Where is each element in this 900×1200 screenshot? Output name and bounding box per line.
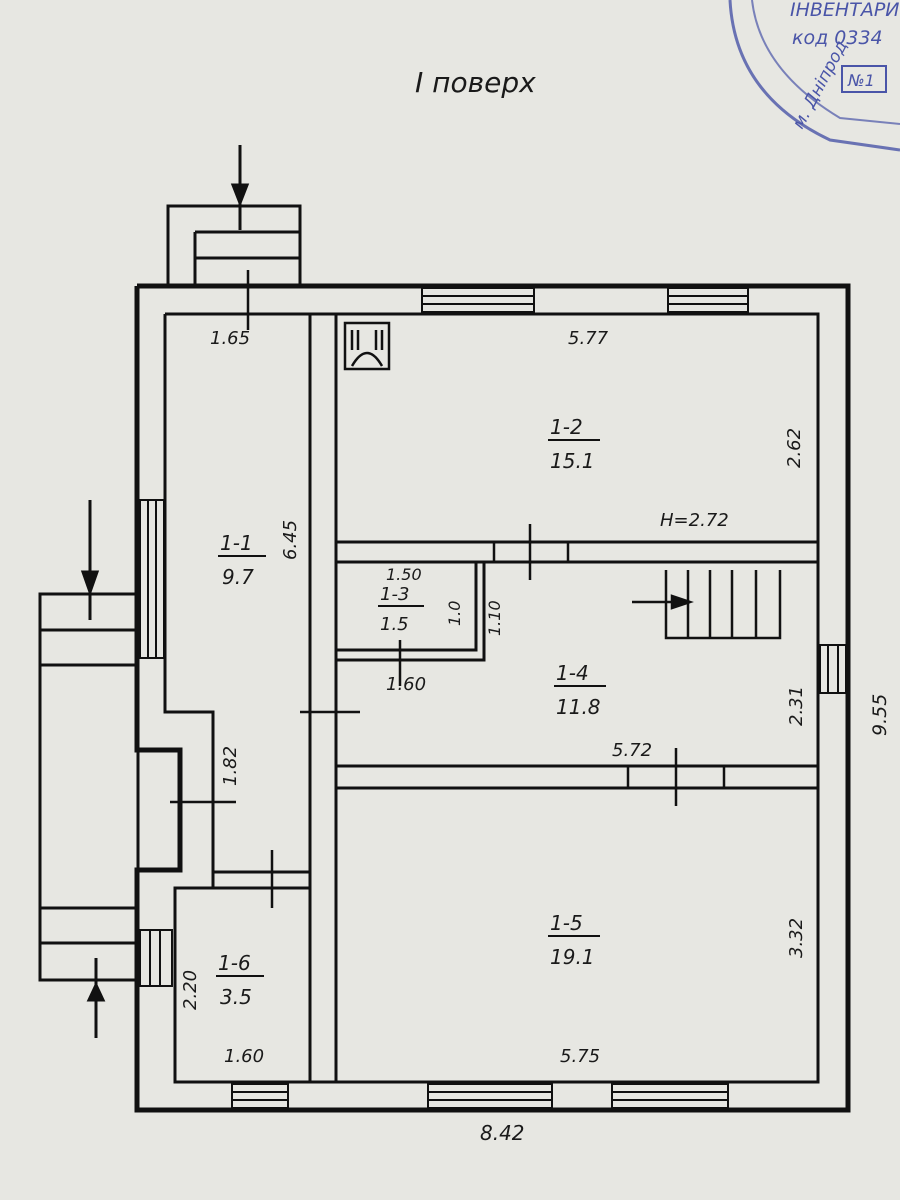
dim-10: 1.0 bbox=[445, 601, 464, 626]
stamp-line1: ІНВЕНТАРИ bbox=[790, 0, 900, 21]
dim-842: 8.42 bbox=[480, 1121, 525, 1145]
room-1-6-id: 1-6 bbox=[218, 951, 251, 975]
stamp-number-box bbox=[841, 65, 887, 93]
dim-220: 2.20 bbox=[180, 970, 201, 1010]
dim-575: 5.75 bbox=[560, 1046, 600, 1067]
top-porch bbox=[166, 145, 302, 288]
room-1-4-area: 11.8 bbox=[556, 695, 601, 719]
room-1-3-id: 1-3 bbox=[380, 584, 409, 605]
dim-577: 5.77 bbox=[568, 328, 609, 349]
room-1-4-id: 1-4 bbox=[556, 661, 589, 685]
stamp-number: №1 bbox=[847, 71, 875, 90]
room-1-1-id: 1-1 bbox=[220, 531, 253, 555]
room-1-5-id: 1-5 bbox=[550, 911, 583, 935]
room-1-2-area: 15.1 bbox=[550, 449, 595, 473]
stamp-line2: код 0334 bbox=[792, 27, 883, 49]
outer-walls bbox=[134, 283, 851, 1113]
dim-150: 1.50 bbox=[386, 565, 422, 584]
dim-160a: 1.60 bbox=[386, 674, 426, 695]
floor-title: I поверх bbox=[415, 66, 536, 99]
dim-height: H=2.72 bbox=[660, 510, 729, 531]
dim-332: 3.32 bbox=[786, 918, 807, 958]
dim-262: 2.62 bbox=[784, 428, 805, 468]
dim-572: 5.72 bbox=[612, 740, 652, 761]
left-porch bbox=[38, 500, 140, 1038]
room-labels: 1-1 9.7 1-2 15.1 1-3 1.5 1-4 11.8 1-5 19… bbox=[216, 415, 606, 1009]
dim-231: 2.31 bbox=[786, 686, 807, 726]
door-markers bbox=[170, 270, 726, 908]
room-1-6-area: 3.5 bbox=[220, 985, 252, 1009]
room-1-2-id: 1-2 bbox=[550, 415, 583, 439]
dim-110: 1.10 bbox=[485, 600, 504, 636]
interior-walls bbox=[213, 314, 818, 1082]
dim-165: 1.65 bbox=[210, 328, 250, 349]
staircase bbox=[632, 570, 782, 640]
stove-icon bbox=[343, 321, 391, 371]
dim-160b: 1.60 bbox=[224, 1046, 264, 1067]
dim-955: 9.55 bbox=[869, 694, 891, 736]
dimension-labels: 1.65 5.77 2.62 6.45 H=2.72 1.50 1.0 1.10… bbox=[180, 328, 891, 1145]
dim-182: 1.82 bbox=[220, 746, 241, 786]
room-1-3-area: 1.5 bbox=[380, 614, 409, 635]
inventory-stamp: ІНВЕНТАРИ код 0334 №1 м. Дніпрод bbox=[728, 0, 900, 152]
windows bbox=[139, 287, 847, 1109]
room-1-5-area: 19.1 bbox=[550, 945, 595, 969]
dim-645: 6.45 bbox=[280, 520, 301, 560]
room-1-1-area: 9.7 bbox=[222, 565, 254, 589]
